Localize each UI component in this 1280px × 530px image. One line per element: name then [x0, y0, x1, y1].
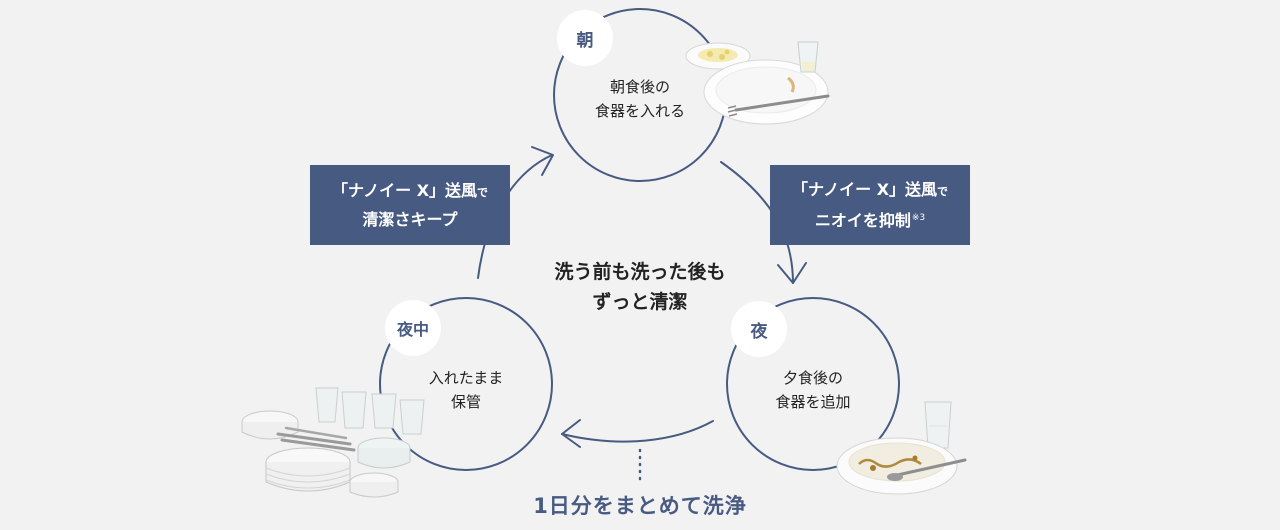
callout-right-note: ※3 [911, 213, 926, 223]
center-headline-line2: ずっと清潔 [592, 291, 688, 313]
callout-right-particle: で [937, 185, 949, 198]
morning-caption-line2: 食器を入れる [594, 102, 685, 120]
night-caption-line2: 食器を追加 [775, 393, 851, 411]
stacked-dishes-icon [241, 387, 425, 498]
night-circle [726, 297, 900, 471]
midnight-caption-line2: 保管 [450, 393, 481, 411]
callout-right-brand: 「ナノイー X」送風 [791, 180, 938, 199]
morning-caption-line1: 朝食後の [609, 78, 670, 96]
breakfast-dishes-icon [685, 41, 830, 125]
arrow-night-to-midnight [561, 420, 714, 443]
callout-left-brand: 「ナノイー X」送風 [331, 181, 478, 200]
night-caption-line1: 夕食後の [782, 369, 843, 387]
callout-keep-clean: 「ナノイー X」送風で 清潔さキープ [310, 165, 510, 245]
dinner-dishes-icon [836, 401, 967, 495]
morning-caption: 朝食後の 食器を入れる [553, 75, 727, 123]
center-headline: 洗う前も洗った後も ずっと清潔 [500, 257, 780, 317]
midnight-badge: 夜中 [385, 300, 441, 356]
callout-left-line2: 清潔さキープ [362, 210, 458, 229]
callout-right-line2: ニオイを抑制 [814, 211, 911, 230]
night-caption: 夕食後の 食器を追加 [726, 366, 900, 414]
night-badge: 夜 [731, 301, 787, 357]
midnight-circle [379, 297, 553, 471]
center-headline-line1: 洗う前も洗った後も [554, 261, 726, 283]
arrowhead-morning [531, 146, 554, 176]
callout-suppress-odor: 「ナノイー X」送風で ニオイを抑制※3 [770, 165, 970, 245]
bottom-label: 1日分をまとめて洗浄 [533, 494, 747, 518]
midnight-caption-line1: 入れたまま [428, 369, 504, 387]
arrowhead-night [777, 262, 807, 284]
morning-badge: 朝 [557, 10, 613, 66]
midnight-caption: 入れたまま 保管 [379, 366, 553, 414]
callout-left-particle: で [477, 186, 489, 199]
arrowhead-midnight [561, 419, 581, 448]
